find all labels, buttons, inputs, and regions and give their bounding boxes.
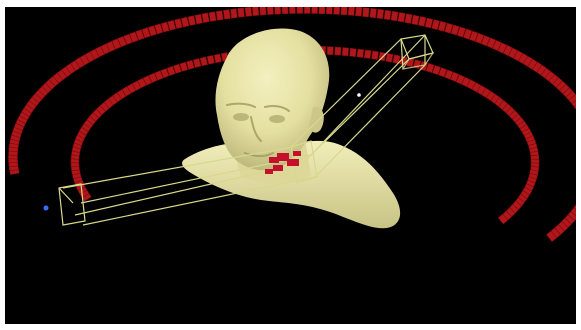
detector-element (391, 11, 398, 21)
detector-element (245, 7, 252, 17)
detector-element (386, 53, 393, 62)
detector-element (260, 7, 267, 15)
detector-element (267, 7, 274, 15)
detector-element (252, 7, 259, 16)
detector-element (355, 7, 362, 16)
detector-element (398, 12, 405, 22)
detector-element (412, 15, 420, 25)
detector-element (216, 11, 223, 21)
detector-element (214, 54, 221, 63)
detector-element (335, 47, 342, 55)
detector-element (174, 19, 182, 29)
detector-element (319, 7, 325, 14)
detector-element (282, 7, 288, 14)
detector-element (342, 47, 349, 55)
detector-element (364, 50, 371, 59)
scene-canvas (5, 7, 576, 324)
detector-element (209, 12, 216, 22)
source-marker (44, 206, 49, 211)
detector-element (223, 10, 230, 20)
detector-element (200, 57, 208, 66)
detector-element (370, 8, 377, 18)
detector-element (348, 7, 355, 16)
detector-element (238, 8, 245, 18)
detector-element (418, 16, 426, 26)
detector-element (188, 16, 196, 26)
detector-element (405, 14, 413, 24)
left-eye (233, 113, 249, 121)
render-viewport[interactable] (5, 7, 576, 324)
detector-element (326, 7, 332, 14)
detector-element (304, 7, 310, 14)
detector-element (362, 8, 369, 18)
detector-element (384, 10, 391, 20)
detector-element (289, 7, 295, 14)
right-eye (269, 115, 285, 123)
detector-element (333, 7, 339, 15)
detector-element (297, 7, 303, 14)
detector-element (425, 18, 433, 28)
detector-element (230, 9, 237, 19)
detector-element (371, 51, 378, 60)
detector-element (377, 9, 384, 19)
detector-element (195, 14, 203, 24)
detector-element (202, 13, 210, 23)
detector-element (341, 7, 348, 15)
detector-element (193, 58, 201, 67)
detector-element (327, 47, 333, 55)
detector-element (186, 60, 194, 69)
detector-element (357, 49, 364, 58)
detector-element (274, 7, 280, 14)
detector-element (181, 17, 189, 27)
detector-element (350, 48, 357, 57)
detector-element (207, 55, 215, 64)
detector-element (312, 7, 318, 14)
beam-center-marker (357, 93, 361, 97)
